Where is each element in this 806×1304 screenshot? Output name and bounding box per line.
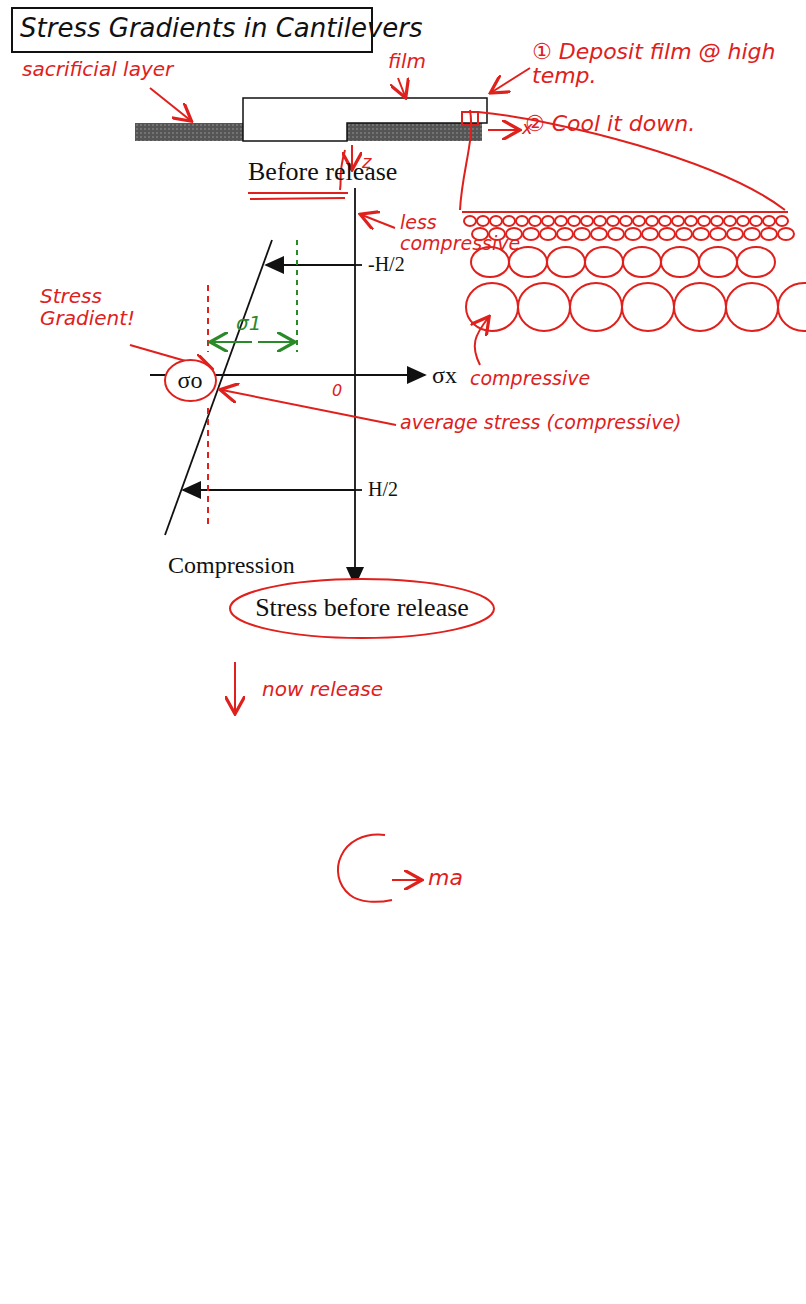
part-label: sacrificial layer bbox=[22, 58, 173, 80]
axis-tick: -H/2 bbox=[368, 253, 405, 275]
figure-caption: Before release bbox=[248, 158, 397, 187]
callout-note: less compressive bbox=[400, 212, 490, 254]
title: Stress Gradients in Cantilevers bbox=[20, 14, 423, 43]
axis-tick: H/2 bbox=[368, 478, 398, 500]
stress-plot bbox=[150, 188, 425, 585]
grain-illustration bbox=[462, 212, 806, 331]
circled-text: σo bbox=[163, 358, 218, 403]
step-note: ① Deposit film @ high temp. bbox=[532, 40, 782, 88]
circled-text: Stress before release bbox=[228, 577, 496, 640]
axis-label: Compression bbox=[168, 552, 295, 578]
callout-note: compressive bbox=[470, 368, 590, 389]
hand-marks bbox=[150, 68, 785, 210]
dimension-label: σ1 bbox=[236, 312, 261, 334]
part-label: film bbox=[388, 50, 426, 72]
step-note: now release bbox=[262, 678, 383, 700]
origin-label: 0 bbox=[332, 382, 342, 400]
note: ma bbox=[428, 866, 463, 890]
node-text: σo bbox=[178, 367, 203, 393]
axis-label: x bbox=[522, 118, 533, 138]
axis-label: σx bbox=[432, 362, 457, 388]
step-note: ② Cool it down. bbox=[525, 112, 695, 136]
annotation-marks bbox=[130, 215, 488, 902]
callout-note: Stress Gradient! bbox=[40, 285, 140, 329]
node-text: Stress before release bbox=[255, 594, 469, 623]
callout-note: average stress (compressive) bbox=[400, 412, 681, 433]
